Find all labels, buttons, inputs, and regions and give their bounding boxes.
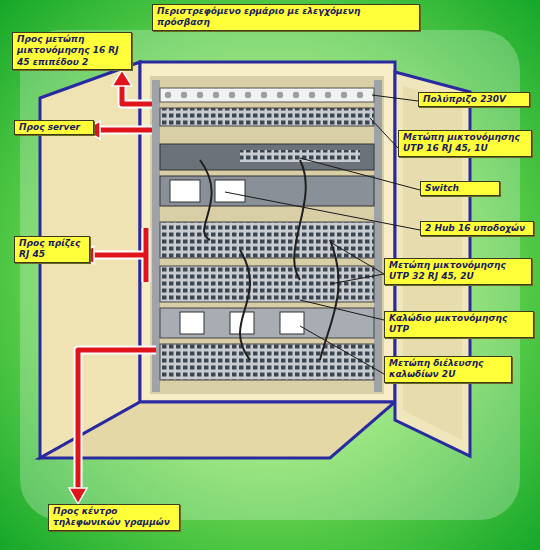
callout-text: Προς πρίζες RJ 45 <box>19 238 85 261</box>
hub <box>160 176 374 206</box>
patch-cord <box>200 160 339 360</box>
callout-text: Switch <box>425 183 495 194</box>
callout-box: Προς μετώπη μικτονόμησης 16 RJ 45 επιπέδ… <box>12 32 132 70</box>
cabinet-body <box>140 62 395 402</box>
callout-box: Καλώδιο μικτονόμησης UTP <box>384 311 534 338</box>
cable-manager <box>160 308 374 338</box>
callout-text: Προς κέντρο τηλεφωνικών γραμμών <box>53 506 175 529</box>
callout-box: Πολύπριζο 230V <box>418 92 530 107</box>
switch <box>160 144 374 170</box>
rack-rail <box>152 80 160 392</box>
callout-text: Προς μετώπη μικτονόμησης 16 RJ 45 επιπέδ… <box>17 34 127 68</box>
patch-panel-1u <box>160 108 374 126</box>
callout-box: Προς κέντρο τηλεφωνικών γραμμών <box>48 504 180 531</box>
callout-text: Μετώπη μικτονόμησης UTP 32 RJ 45, 2U <box>389 260 527 283</box>
callout-box: Μετώπη μικτονόμησης UTP 16 RJ 45, 1U <box>398 130 532 157</box>
cabinet-base <box>40 402 395 458</box>
callout-box: Switch <box>420 181 500 196</box>
patch-panel-2u <box>160 266 374 302</box>
hub-module <box>170 180 200 202</box>
callout-text: Μετώπη μικτονόμησης UTP 16 RJ 45, 1U <box>403 132 527 155</box>
callout-box: Προς server <box>14 120 94 135</box>
callout-box: Μετώπη διέλευσης καλωδίων 2U <box>384 356 512 383</box>
direction-arrows <box>78 84 156 490</box>
callout-box: Περιστρεφόμενο ερμάριο με ελεγχόμενη πρό… <box>152 4 420 31</box>
hub-module <box>215 180 245 202</box>
cabinet-interior <box>150 76 384 394</box>
power-strip <box>160 88 374 102</box>
callout-text: 2 Hub 16 υποδοχών <box>425 223 529 234</box>
callout-text: Περιστρεφόμενο ερμάριο με ελεγχόμενη πρό… <box>157 6 415 29</box>
callout-text: Προς server <box>19 122 89 133</box>
callout-text: Μετώπη διέλευσης καλωδίων 2U <box>389 358 507 381</box>
cable-ring <box>180 312 204 334</box>
cable-ring <box>280 312 304 334</box>
callout-box: 2 Hub 16 υποδοχών <box>420 221 534 236</box>
callout-box: Μετώπη μικτονόμησης UTP 32 RJ 45, 2U <box>384 258 532 285</box>
callout-text: Πολύπριζο 230V <box>423 94 525 105</box>
callout-box: Προς πρίζες RJ 45 <box>14 236 90 263</box>
patch-panel-2u <box>160 222 374 258</box>
callout-text: Καλώδιο μικτονόμησης UTP <box>389 313 529 336</box>
